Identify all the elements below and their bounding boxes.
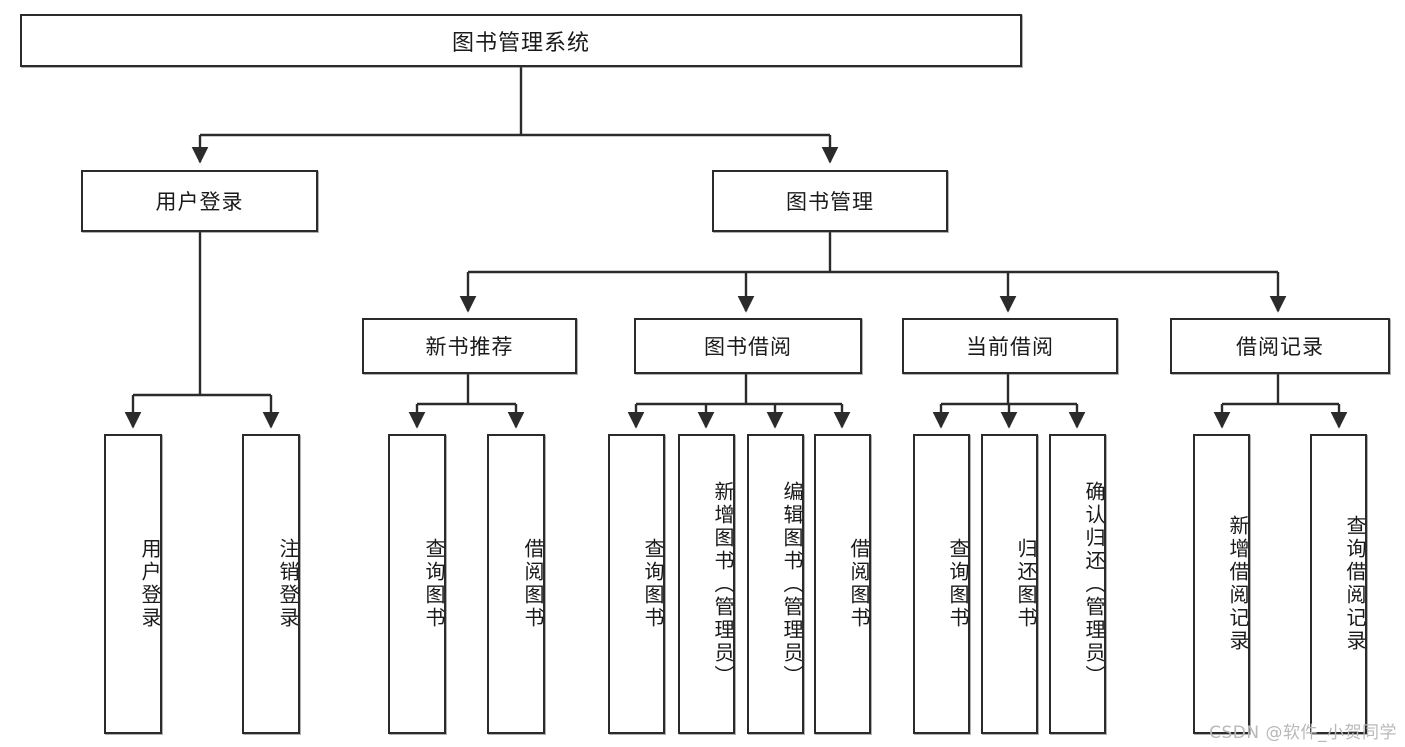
node-leaf-query-book-1-label: 查询图书 bbox=[422, 538, 446, 630]
node-leaf-confirm-return[interactable]: 确认归还（管理员） bbox=[1049, 434, 1106, 734]
node-leaf-user-login[interactable]: 用户登录 bbox=[104, 434, 162, 734]
node-root-label: 图书管理系统 bbox=[451, 30, 590, 56]
node-leaf-query-book-1[interactable]: 查询图书 bbox=[388, 434, 446, 734]
node-leaf-borrow-book-2-label: 借阅图书 bbox=[847, 538, 871, 630]
node-leaf-query-record[interactable]: 查询借阅记录 bbox=[1310, 434, 1367, 734]
node-leaf-query-record-label: 查询借阅记录 bbox=[1343, 515, 1367, 653]
node-leaf-query-book-2-label: 查询图书 bbox=[641, 538, 665, 630]
node-leaf-borrow-book-2[interactable]: 借阅图书 bbox=[814, 434, 871, 734]
node-leaf-return-book[interactable]: 归还图书 bbox=[981, 434, 1038, 734]
node-root[interactable]: 图书管理系统 bbox=[20, 14, 1022, 67]
node-leaf-query-book-3[interactable]: 查询图书 bbox=[913, 434, 970, 734]
node-current-borrow[interactable]: 当前借阅 bbox=[902, 318, 1118, 374]
node-leaf-logout-login[interactable]: 注销登录 bbox=[242, 434, 300, 734]
node-leaf-query-book-3-label: 查询图书 bbox=[946, 538, 970, 630]
node-leaf-return-book-label: 归还图书 bbox=[1014, 538, 1038, 630]
node-leaf-logout-login-label: 注销登录 bbox=[276, 538, 300, 630]
node-leaf-borrow-book-1[interactable]: 借阅图书 bbox=[487, 434, 545, 734]
node-book-borrow[interactable]: 图书借阅 bbox=[634, 318, 862, 374]
node-book-borrow-label: 图书借阅 bbox=[704, 335, 792, 359]
node-leaf-add-book[interactable]: 新增图书（管理员） bbox=[678, 434, 735, 734]
csdn-watermark: CSDN @软件_小贺同学 bbox=[1209, 723, 1397, 743]
node-leaf-borrow-book-1-label: 借阅图书 bbox=[521, 538, 545, 630]
node-leaf-edit-book-label: 编辑图书（管理员） bbox=[780, 480, 804, 688]
node-user-login[interactable]: 用户登录 bbox=[81, 170, 318, 232]
node-borrow-record[interactable]: 借阅记录 bbox=[1170, 318, 1390, 374]
node-leaf-add-book-label: 新增图书（管理员） bbox=[711, 480, 735, 688]
node-new-book-recommend-label: 新书推荐 bbox=[425, 335, 514, 359]
node-user-login-label: 用户登录 bbox=[155, 190, 244, 214]
node-book-manage[interactable]: 图书管理 bbox=[712, 170, 948, 232]
node-leaf-query-book-2[interactable]: 查询图书 bbox=[608, 434, 665, 734]
node-leaf-user-login-label: 用户登录 bbox=[138, 538, 162, 630]
node-book-manage-label: 图书管理 bbox=[786, 190, 874, 214]
node-current-borrow-label: 当前借阅 bbox=[966, 335, 1054, 359]
node-leaf-add-record[interactable]: 新增借阅记录 bbox=[1193, 434, 1250, 734]
node-leaf-edit-book[interactable]: 编辑图书（管理员） bbox=[747, 434, 804, 734]
node-new-book-recommend[interactable]: 新书推荐 bbox=[362, 318, 577, 374]
node-borrow-record-label: 借阅记录 bbox=[1236, 335, 1324, 359]
node-leaf-confirm-return-label: 确认归还（管理员） bbox=[1082, 480, 1106, 688]
node-leaf-add-record-label: 新增借阅记录 bbox=[1226, 515, 1250, 653]
